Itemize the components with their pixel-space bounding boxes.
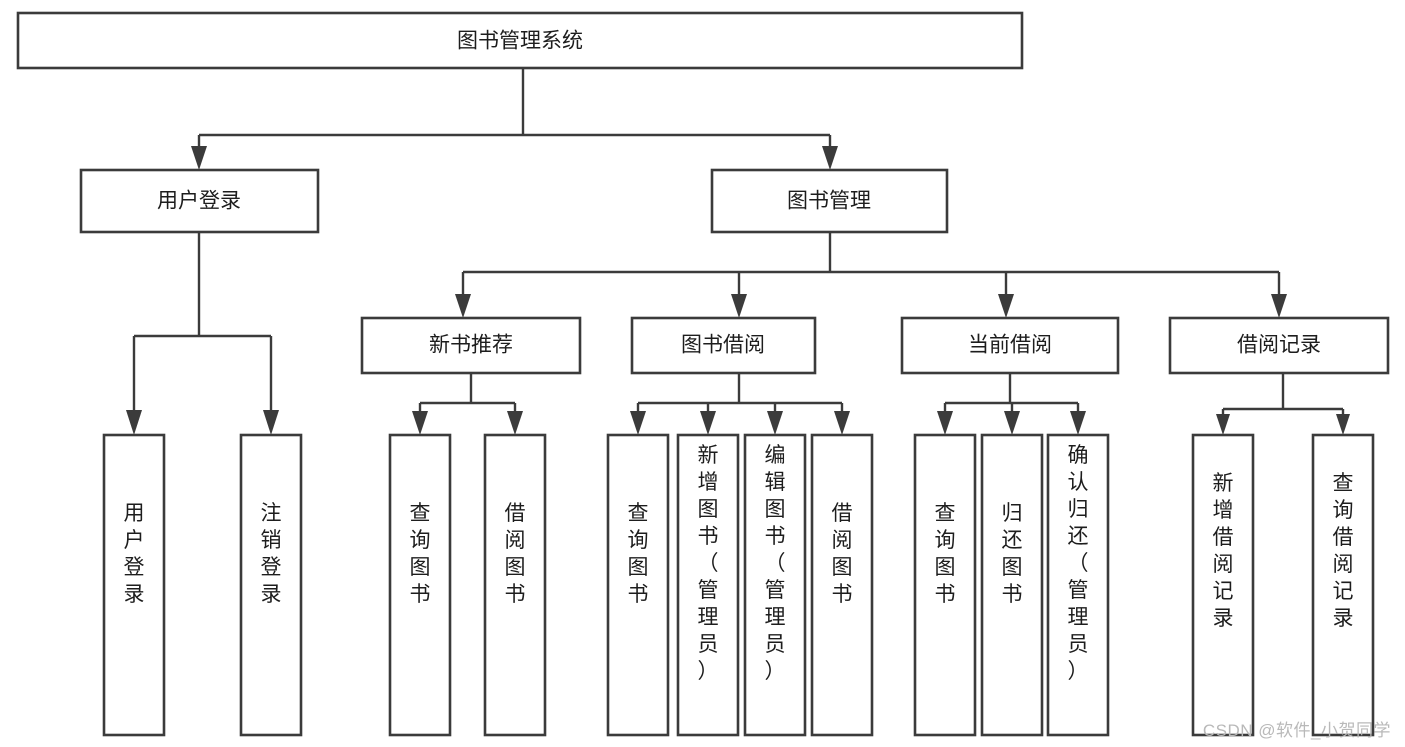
leaf-node-query-book-bb[interactable]: 查询图书 bbox=[606, 433, 670, 737]
node-book-management-box[interactable] bbox=[710, 168, 949, 234]
arrow-head-icon bbox=[455, 294, 471, 318]
arrow-head-icon bbox=[1336, 414, 1350, 435]
node-new-book-recommend-label: 新书推荐 bbox=[429, 334, 513, 357]
arrow-head-icon bbox=[630, 411, 646, 435]
node-book-borrow[interactable]: 图书借阅 bbox=[630, 316, 817, 375]
leaf-node-logout-label: 注销登录 bbox=[261, 502, 282, 606]
node-book-borrow-label: 图书借阅 bbox=[681, 334, 765, 357]
leaf-node-logout-box[interactable] bbox=[239, 433, 303, 737]
leaf-node-borrow-book-bb[interactable]: 借阅图书 bbox=[810, 433, 874, 737]
leaf-node-query-borrow-record-label: 查询借阅记录 bbox=[1333, 472, 1354, 630]
leaf-node-edit-book-admin[interactable]: 编辑图书（管理员） bbox=[743, 433, 807, 737]
leaf-node-confirm-return-admin-box[interactable] bbox=[1046, 433, 1110, 737]
arrow-head-icon bbox=[1004, 411, 1020, 435]
arrow-head-icon bbox=[1070, 411, 1086, 435]
node-current-borrow-box[interactable] bbox=[900, 316, 1120, 375]
leaf-node-query-book-nb[interactable]: 查询图书 bbox=[388, 433, 452, 737]
node-root-label: 图书管理系统 bbox=[457, 30, 583, 53]
leaf-node-edit-book-admin-box[interactable] bbox=[743, 433, 807, 737]
leaf-node-add-book-admin[interactable]: 新增图书（管理员） bbox=[676, 433, 740, 737]
leaf-node-confirm-return-admin[interactable]: 确认归还（管理员） bbox=[1046, 433, 1110, 737]
leaf-node-query-book-bb-box[interactable] bbox=[606, 433, 670, 737]
node-new-book-recommend[interactable]: 新书推荐 bbox=[360, 316, 582, 375]
node-borrow-record-box[interactable] bbox=[1168, 316, 1390, 375]
leaf-node-confirm-return-admin-label: 确认归还（管理员） bbox=[1068, 444, 1089, 683]
leaf-node-user-login[interactable]: 用户登录 bbox=[102, 433, 166, 737]
leaf-node-return-book-label: 归还图书 bbox=[1002, 502, 1023, 606]
node-borrow-record-label: 借阅记录 bbox=[1237, 334, 1321, 357]
arrow-head-icon bbox=[834, 411, 850, 435]
leaf-node-query-book-nb-box[interactable] bbox=[388, 433, 452, 737]
leaf-node-user-login-label: 用户登录 bbox=[124, 502, 145, 606]
node-user-login[interactable]: 用户登录 bbox=[79, 168, 320, 234]
leaf-node-query-book-cb[interactable]: 查询图书 bbox=[913, 433, 977, 737]
leaf-node-add-borrow-record[interactable]: 新增借阅记录 bbox=[1191, 433, 1255, 737]
leaf-node-add-book-admin-box[interactable] bbox=[676, 433, 740, 737]
arrow-head-icon bbox=[731, 294, 747, 318]
arrow-head-icon bbox=[1271, 294, 1287, 318]
leaf-node-query-borrow-record-box[interactable] bbox=[1311, 433, 1375, 737]
leaf-node-borrow-book-bb-box[interactable] bbox=[810, 433, 874, 737]
leaf-node-query-borrow-record[interactable]: 查询借阅记录 bbox=[1311, 433, 1375, 737]
arrow-head-icon bbox=[1216, 414, 1230, 435]
arrow-head-icon bbox=[998, 294, 1014, 318]
leaf-node-borrow-book-nb[interactable]: 借阅图书 bbox=[483, 433, 547, 737]
leaf-node-edit-book-admin-label: 编辑图书（管理员） bbox=[765, 444, 786, 683]
arrow-head-icon bbox=[191, 146, 207, 170]
leaf-node-logout[interactable]: 注销登录 bbox=[239, 433, 303, 737]
arrow-head-icon bbox=[937, 411, 953, 435]
node-current-borrow[interactable]: 当前借阅 bbox=[900, 316, 1120, 375]
node-current-borrow-label: 当前借阅 bbox=[968, 334, 1052, 357]
leaf-node-return-book-box[interactable] bbox=[980, 433, 1044, 737]
leaf-node-query-book-nb-label: 查询图书 bbox=[410, 502, 431, 606]
arrow-head-icon bbox=[767, 411, 783, 435]
arrow-head-icon bbox=[822, 146, 838, 170]
node-book-management-label: 图书管理 bbox=[787, 190, 871, 213]
leaf-node-query-book-bb-label: 查询图书 bbox=[628, 502, 649, 606]
node-new-book-recommend-box[interactable] bbox=[360, 316, 582, 375]
node-book-borrow-box[interactable] bbox=[630, 316, 817, 375]
leaf-node-query-book-cb-label: 查询图书 bbox=[935, 502, 956, 606]
leaf-node-return-book[interactable]: 归还图书 bbox=[980, 433, 1044, 737]
leaf-node-query-book-cb-box[interactable] bbox=[913, 433, 977, 737]
connector-layer bbox=[126, 68, 1350, 435]
arrow-head-icon bbox=[700, 411, 716, 435]
leaf-node-add-book-admin-label: 新增图书（管理员） bbox=[698, 444, 719, 683]
node-book-management[interactable]: 图书管理 bbox=[710, 168, 949, 234]
leaf-node-user-login-box[interactable] bbox=[102, 433, 166, 737]
leaf-node-add-borrow-record-box[interactable] bbox=[1191, 433, 1255, 737]
arrow-head-icon bbox=[507, 411, 523, 435]
node-borrow-record[interactable]: 借阅记录 bbox=[1168, 316, 1390, 375]
leaf-node-borrow-book-bb-label: 借阅图书 bbox=[832, 502, 853, 606]
arrow-head-icon bbox=[263, 410, 279, 435]
node-root-box[interactable] bbox=[16, 11, 1024, 70]
leaf-node-borrow-book-nb-label: 借阅图书 bbox=[505, 502, 526, 606]
leaf-node-borrow-book-nb-box[interactable] bbox=[483, 433, 547, 737]
arrow-head-icon bbox=[412, 411, 428, 435]
arrow-head-icon bbox=[126, 410, 142, 435]
node-user-login-box[interactable] bbox=[79, 168, 320, 234]
leaf-node-add-borrow-record-label: 新增借阅记录 bbox=[1213, 472, 1234, 630]
node-root[interactable]: 图书管理系统 bbox=[16, 11, 1024, 70]
node-user-login-label: 用户登录 bbox=[157, 190, 241, 213]
watermark-text: CSDN @软件_小贺同学 bbox=[1202, 721, 1391, 740]
